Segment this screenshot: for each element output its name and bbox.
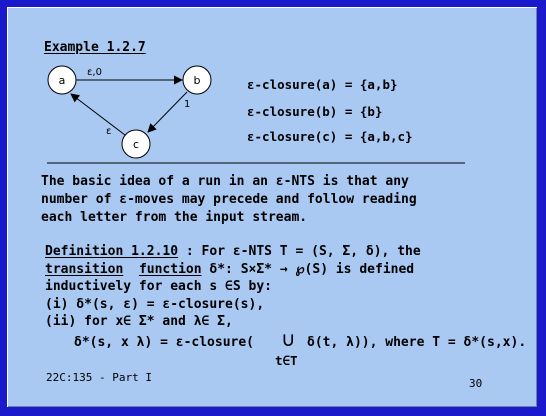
edge-b-c (147, 91, 188, 133)
footer-course: 22C:135 - Part I (46, 371, 152, 384)
union-symbol: ∪ (281, 327, 296, 351)
paragraph-line-2: number of ε-moves may precede and follow… (41, 192, 417, 207)
formula-right: δ(t, λ)), where T = δ*(s,x). (307, 335, 527, 350)
formula-left: δ*(s, x λ) = ε-closure( (74, 335, 255, 350)
definition-line-4: (i) δ*(s, ε) = ε-closure(s), (45, 297, 265, 312)
node-a-label: a (59, 74, 66, 87)
node-c-label: c (133, 138, 139, 151)
edge-a-b-label: ε,0 (87, 67, 102, 78)
definition-line-3: inductively for each s ∈S by: (45, 279, 272, 294)
term-transition: transition (45, 262, 124, 277)
paragraph-line-3: each letter from the input stream. (41, 210, 308, 225)
epsilon-nts-graph: a b c ε,0 1 ε (47, 65, 465, 164)
edge-c-a (70, 93, 126, 136)
closure-b: ε-closure(b) = {b} (247, 104, 383, 119)
node-c (121, 129, 151, 159)
definition-heading: Definition 1.2.10 (45, 244, 179, 259)
definition-line-1-rest: : For ε-NTS T = (S, Σ, δ), the (178, 244, 421, 259)
paragraph-line-1: The basic idea of a run in an ε-NTS is t… (41, 174, 409, 189)
node-a (47, 65, 77, 95)
definition-line-1: Definition 1.2.10 : For ε-NTS T = (S, Σ,… (45, 244, 421, 259)
term-function: function (138, 262, 202, 277)
closure-c: ε-closure(c) = {a,b,c} (247, 129, 413, 144)
definition-line-5: (ii) for x∈ Σ* and λ∈ Σ, (45, 314, 233, 329)
footer-page-number: 30 (469, 377, 483, 390)
definition-line-2-rest: δ*: S×Σ* → ℘(S) is defined (201, 262, 415, 277)
closure-a: ε-closure(a) = {a,b} (247, 77, 398, 92)
node-b-label: b (194, 74, 201, 87)
node-b (182, 65, 212, 95)
edge-b-c-label: 1 (184, 99, 190, 110)
edge-c-a-label: ε (106, 126, 111, 137)
example-title: Example 1.2.7 (44, 40, 146, 55)
union-subscript: t∈T (275, 353, 298, 368)
definition-line-2: transition function δ*: S×Σ* → ℘(S) is d… (45, 262, 414, 277)
slide: Example 1.2.7 a b c ε,0 1 ε ε-closure(a)… (7, 7, 537, 407)
